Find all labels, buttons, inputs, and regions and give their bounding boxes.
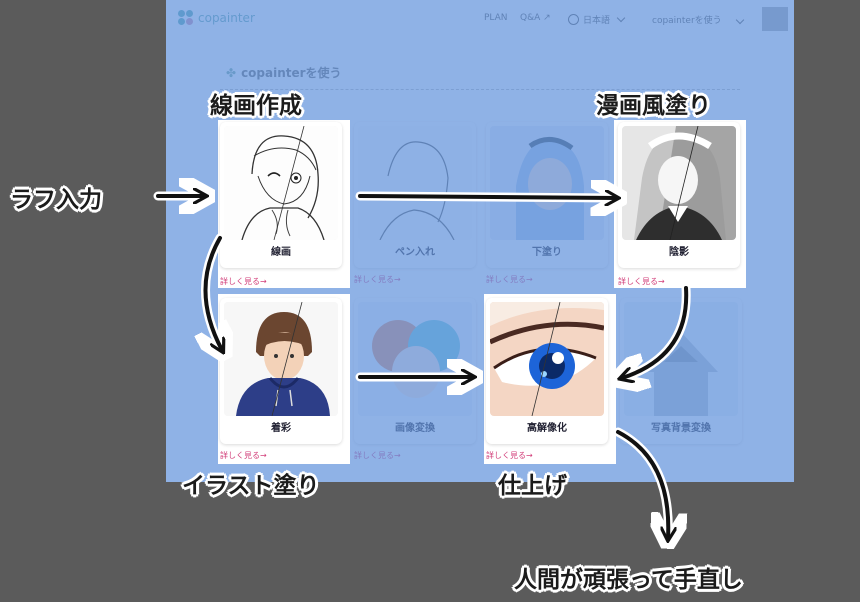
coloring-thumbnail xyxy=(224,302,338,416)
clover-icon: ✤ xyxy=(226,65,237,80)
chevron-down-icon xyxy=(616,13,626,23)
card-label: 陰影 xyxy=(669,247,689,258)
more-link-lineart[interactable]: 詳しく見る→ xyxy=(220,277,267,286)
highlight-shading: 陰影 詳しく見る→ xyxy=(614,120,746,288)
image-transform-thumbnail xyxy=(358,302,472,416)
card-upscale-highlight[interactable]: 高解像化 xyxy=(486,298,608,444)
chevron-down-icon xyxy=(735,15,744,25)
annotation-lineart-creation: 線画作成 xyxy=(210,93,302,119)
card-label: 写真背景変換 xyxy=(651,423,711,434)
card-label: 下塗り xyxy=(532,247,562,258)
use-menu[interactable]: copainterを使う xyxy=(652,13,744,26)
logo-text: copainter xyxy=(198,11,255,25)
card-shading-highlight[interactable]: 陰影 xyxy=(618,122,740,268)
language-label: 日本語 xyxy=(583,16,611,26)
card-label: 着彩 xyxy=(271,423,291,434)
annotation-finishing: 仕上げ xyxy=(498,473,567,499)
use-menu-label: copainterを使う xyxy=(652,16,722,26)
user-avatar[interactable] xyxy=(762,7,788,31)
more-link-image-transform[interactable]: 詳しく見る→ xyxy=(354,451,401,460)
globe-icon xyxy=(568,14,579,25)
annotation-rough-input: ラフ入力 xyxy=(10,187,102,213)
language-select[interactable]: 日本語 xyxy=(568,13,626,26)
highlight-upscale: 高解像化 詳しく見る→ xyxy=(484,294,616,464)
card-inking[interactable]: ペン入れ xyxy=(354,122,476,268)
more-link-base-color[interactable]: 詳しく見る→ xyxy=(486,275,533,284)
annotation-illust-painting: イラスト塗り xyxy=(182,473,320,499)
external-link-icon: ↗ xyxy=(543,13,551,23)
shading-thumbnail xyxy=(622,126,736,240)
photo-background-thumbnail xyxy=(624,302,738,416)
card-base-color[interactable]: 下塗り xyxy=(486,122,608,268)
section-title: ✤ copainterを使う xyxy=(226,65,342,81)
card-coloring-highlight[interactable]: 着彩 xyxy=(220,298,342,444)
clover-logo-icon xyxy=(178,10,194,26)
card-label: 画像変換 xyxy=(395,423,435,434)
highlight-coloring: 着彩 詳しく見る→ xyxy=(218,294,350,464)
nav-plan[interactable]: PLAN xyxy=(484,13,508,23)
inking-thumbnail xyxy=(358,126,472,240)
more-link-upscale[interactable]: 詳しく見る→ xyxy=(486,451,533,460)
nav-qa[interactable]: Q&A ↗ xyxy=(520,13,551,23)
header: copainter PLAN Q&A ↗ 日本語 copainterを使う xyxy=(166,0,794,38)
annotation-manga-painting: 漫画風塗り xyxy=(596,93,711,119)
card-label: 線画 xyxy=(271,247,291,258)
more-link-coloring[interactable]: 詳しく見る→ xyxy=(220,451,267,460)
upscale-thumbnail xyxy=(490,302,604,416)
card-photo-background[interactable]: 写真背景変換 xyxy=(620,298,742,444)
more-link-inking[interactable]: 詳しく見る→ xyxy=(354,275,401,284)
card-lineart-highlight[interactable]: 線画 xyxy=(220,122,342,268)
card-label: ペン入れ xyxy=(395,247,435,258)
annotation-human-fix: 人間が頑張って手直し xyxy=(514,567,743,593)
base-color-thumbnail xyxy=(490,126,604,240)
card-image-transform[interactable]: 画像変換 xyxy=(354,298,476,444)
more-link-shading[interactable]: 詳しく見る→ xyxy=(618,277,665,286)
highlight-lineart: 線画 詳しく見る→ xyxy=(218,120,350,288)
lineart-thumbnail xyxy=(224,126,338,240)
logo[interactable]: copainter xyxy=(178,10,255,26)
card-label: 高解像化 xyxy=(527,423,567,434)
